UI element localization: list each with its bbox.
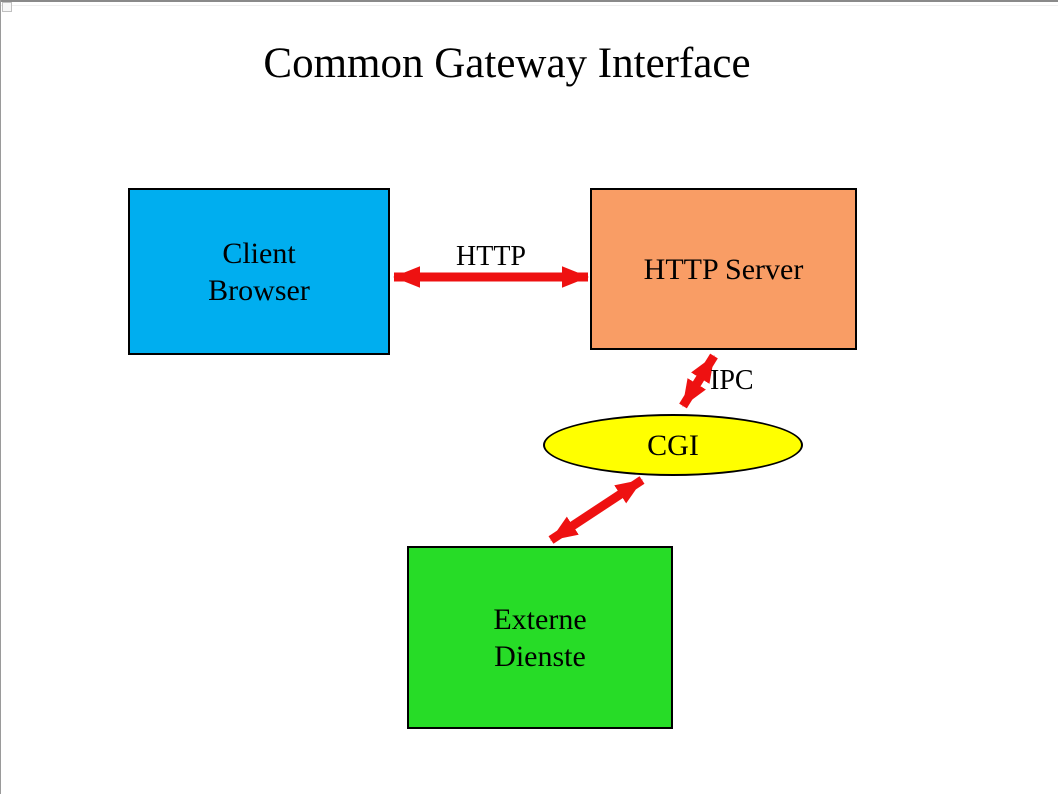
node-externe-dienste-label-line1: Externe <box>493 602 587 636</box>
node-cgi-label: CGI <box>647 428 699 462</box>
node-externe-dienste-label-line2: Dienste <box>494 639 586 673</box>
diagram-title: Common Gateway Interface <box>263 40 751 87</box>
node-http-server-label: HTTP Server <box>643 252 804 286</box>
window-frame-hairline <box>0 5 1058 6</box>
http-arrow-label: HTTP <box>456 241 526 272</box>
window-corner-handle <box>2 2 12 12</box>
node-client-browser: Client Browser <box>128 188 390 355</box>
ipc-arrow-label: IPC <box>710 365 754 396</box>
node-client-browser-label-line2: Browser <box>208 273 310 307</box>
node-cgi: CGI <box>543 414 803 476</box>
node-client-browser-label-line1: Client <box>222 236 296 270</box>
cgi-extern-arrow <box>548 476 645 544</box>
node-http-server: HTTP Server <box>590 188 857 350</box>
window-frame-left <box>0 0 1 794</box>
window-frame-top <box>0 0 1058 2</box>
node-externe-dienste: Externe Dienste <box>407 546 673 729</box>
